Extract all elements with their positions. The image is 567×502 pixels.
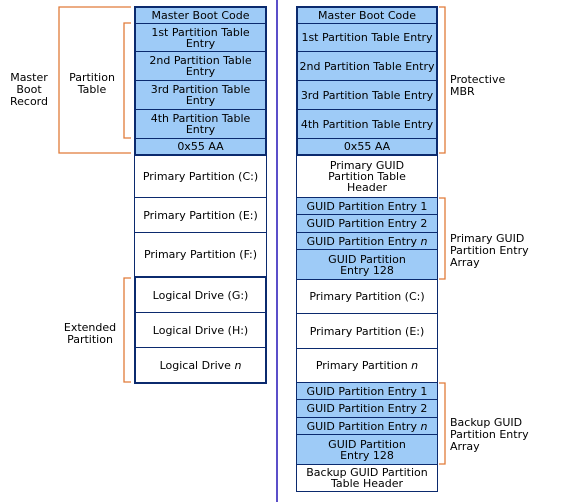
right-primary-partition-e-label: Primary Partition (E:) [309,324,425,338]
left-boot-signature-label: 0x55 AA [177,140,224,153]
left-master-boot-code: Master Boot Code [136,7,265,23]
extended-partition-bracket [123,277,131,383]
left-logical-drive-g-label: Logical Drive (G:) [152,288,249,302]
left-partition-entry-2: 2nd Partition Table Entry [136,52,265,80]
right-backup-entry-2: GUID Partition Entry 2 [297,400,437,417]
left-partition-entry-4-label: 4th Partition Table Entry [150,112,251,136]
right-partition-entry-2-label: 2nd Partition Table Entry [299,59,435,73]
right-backup-gpt-header: Backup GUID Partition Table Header [297,465,437,491]
left-primary-partition-e: Primary Partition (E:) [135,198,266,232]
left-boot-signature: 0x55 AA [136,139,265,154]
left-primary-partition-f: Primary Partition (F:) [135,233,266,275]
right-backup-gpt-header-label: Backup GUID Partition Table Header [306,466,428,490]
left-partition-entry-1-label: 1st Partition Table Entry [151,25,250,50]
right-primary-partition-c-label: Primary Partition (C:) [309,290,425,303]
left-partition-entry-1: 1st Partition Table Entry [136,24,265,51]
left-primary-partition-e-label: Primary Partition (E:) [143,208,258,222]
right-primary-entry-1-label: GUID Partition Entry 1 [306,199,428,213]
backup-array-bracket [439,382,446,465]
left-logical-drive-h-label: Logical Drive (H:) [152,323,249,337]
right-partition-entry-4: 4th Partition Table Entry [298,110,436,138]
right-primary-entry-n-label: GUID Partition Entry n [306,234,428,248]
right-backup-entry-2-label: GUID Partition Entry 2 [306,402,428,415]
right-partition-entry-4-label: 4th Partition Table Entry [300,117,434,131]
right-primary-entry-2: GUID Partition Entry 2 [297,215,437,232]
right-primary-entry-1: GUID Partition Entry 1 [297,198,437,214]
right-backup-entry-n-label: GUID Partition Entry n [306,419,428,433]
left-logical-drive-h: Logical Drive (H:) [136,313,265,347]
label-extended-partition: Extended Partition [63,321,117,346]
left-partition-entry-3-label: 3rd Partition Table Entry [150,83,251,107]
master-boot-record-bracket [58,6,131,154]
right-boot-signature: 0x55 AA [298,139,436,154]
right-master-boot-code-label: Master Boot Code [317,8,417,22]
left-master-boot-code-label: Master Boot Code [151,8,250,22]
right-backup-entry-128-label: GUID Partition Entry 128 [328,437,406,462]
left-primary-partition-c: Primary Partition (C:) [135,156,266,197]
right-partition-entry-1-label: 1st Partition Table Entry [301,31,433,44]
left-primary-partition-f-label: Primary Partition (F:) [143,247,258,261]
left-partition-entry-2-label: 2nd Partition Table Entry [149,54,252,78]
primary-array-bracket [439,197,446,280]
right-primary-gpt-header-label: Primary GUID Partition Table Header [328,159,406,194]
right-boot-signature-label: 0x55 AA [343,140,391,153]
right-backup-entry-n: GUID Partition Entry n [297,418,437,434]
partition-table-bracket [123,22,131,139]
label-primary-array: Primary GUID Partition Entry Array [450,232,529,269]
left-logical-drive-n: Logical Drive n [136,348,265,382]
left-logical-drive-g: Logical Drive (G:) [136,278,265,312]
right-partition-entry-3-label: 3rd Partition Table Entry [300,88,434,102]
right-partition-entry-3: 3rd Partition Table Entry [298,81,436,109]
label-protective-mbr: Protective MBR [450,73,506,98]
label-backup-array: Backup GUID Partition Entry Array [450,416,529,453]
label-master-boot-record: Master Boot Record [9,71,48,108]
right-partition-entry-2: 2nd Partition Table Entry [298,52,436,80]
right-partition-entry-1: 1st Partition Table Entry [298,24,436,51]
right-primary-gpt-header: Primary GUID Partition Table Header [297,156,437,197]
right-primary-partition-n: Primary Partition n [297,349,437,382]
left-partition-entry-3: 3rd Partition Table Entry [136,81,265,109]
right-primary-entry-128: GUID Partition Entry 128 [297,250,437,279]
right-backup-entry-1: GUID Partition Entry 1 [297,383,437,399]
protective-mbr-bracket [439,6,446,154]
right-primary-partition-c: Primary Partition (C:) [297,280,437,313]
left-partition-entry-4: 4th Partition Table Entry [136,110,265,138]
left-primary-partition-c-label: Primary Partition (C:) [142,170,259,183]
right-primary-partition-n-label: Primary Partition n [315,359,419,372]
left-logical-drive-n-label: Logical Drive n [159,358,242,372]
right-backup-entry-128: GUID Partition Entry 128 [297,435,437,464]
right-primary-entry-n: GUID Partition Entry n [297,233,437,249]
right-master-boot-code: Master Boot Code [298,7,436,23]
label-partition-table: Partition Table [69,71,115,96]
right-primary-entry-2-label: GUID Partition Entry 2 [306,217,428,230]
right-primary-partition-e: Primary Partition (E:) [297,314,437,348]
right-backup-entry-1-label: GUID Partition Entry 1 [306,384,428,398]
right-primary-entry-128-label: GUID Partition Entry 128 [328,252,406,277]
